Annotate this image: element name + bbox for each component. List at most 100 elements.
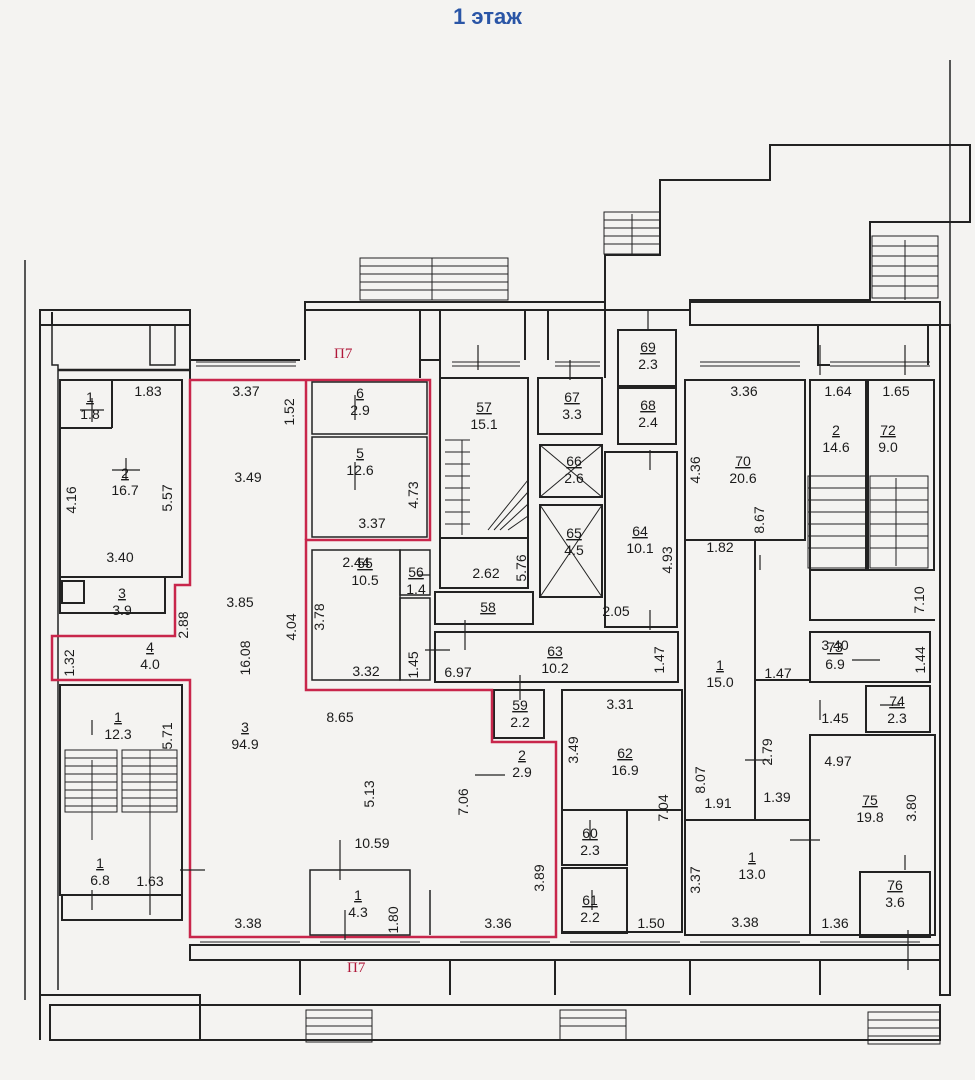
room-number: 56 <box>408 564 424 580</box>
room-area: 2.3 <box>887 710 907 726</box>
dimension-label: 8.65 <box>326 709 353 725</box>
room-number: 59 <box>512 697 528 713</box>
room-area: 94.9 <box>231 736 258 752</box>
dimension-label: 3.37 <box>232 383 259 399</box>
dimension-label: 1.47 <box>651 646 667 673</box>
room-area: 15.0 <box>706 674 733 690</box>
room-area: 10.5 <box>351 572 378 588</box>
room-area: 3.3 <box>562 406 582 422</box>
room-number: 62 <box>617 745 633 761</box>
room-number: 64 <box>632 523 648 539</box>
room-number: 57 <box>476 399 492 415</box>
dimension-label: 2.79 <box>759 738 775 765</box>
dimension-label: 3.89 <box>531 864 547 891</box>
room-number: 2 <box>518 747 526 763</box>
dimension-label: 4.04 <box>283 613 299 640</box>
room-number: 76 <box>887 877 903 893</box>
dimension-label: 5.76 <box>513 554 529 581</box>
dimension-label: 5.13 <box>361 780 377 807</box>
room-area: 2.6 <box>564 470 584 486</box>
dimension-label: 3.40 <box>821 637 848 653</box>
room-area: 20.6 <box>729 470 756 486</box>
dimension-label: 3.78 <box>311 603 327 630</box>
leased-area-outline <box>50 378 558 939</box>
dimension-label: 3.36 <box>730 383 757 399</box>
room-number: 60 <box>582 825 598 841</box>
room-number: 6 <box>356 385 364 401</box>
dimension-label: 3.38 <box>731 914 758 930</box>
dimension-label: 3.80 <box>903 794 919 821</box>
room-number: 58 <box>480 599 496 615</box>
dimension-label: 1.80 <box>385 906 401 933</box>
room-number: 1 <box>96 855 104 871</box>
room-number: 1 <box>716 657 724 673</box>
room-number: 2 <box>832 422 840 438</box>
dimension-label: 1.65 <box>882 383 909 399</box>
dimension-label: 8.07 <box>692 766 708 793</box>
dimension-label: 1.44 <box>912 646 928 673</box>
room-number: 1 <box>354 887 362 903</box>
room-area: 1.4 <box>406 581 426 597</box>
dimension-label: 1.64 <box>824 383 851 399</box>
room-number: 69 <box>640 339 656 355</box>
dimension-label: 3.37 <box>358 515 385 531</box>
room-number: 3 <box>241 719 249 735</box>
room-area: 4.0 <box>140 656 160 672</box>
room-number: 1 <box>86 389 94 405</box>
room-number: 73 <box>827 639 843 655</box>
dimension-label: 3.40 <box>106 549 133 565</box>
room-area: 2.3 <box>580 842 600 858</box>
room-area: 6.9 <box>825 656 845 672</box>
room-number: 1 <box>748 849 756 865</box>
dimension-label: 7.10 <box>911 586 927 613</box>
dimension-label: 10.59 <box>354 835 389 851</box>
dimension-label: 1.32 <box>61 649 77 676</box>
floor-title: 1 этаж <box>453 4 522 29</box>
dimension-label: 1.82 <box>706 539 733 555</box>
room-number: 68 <box>640 397 656 413</box>
room-number: 66 <box>566 453 582 469</box>
room-area: 16.7 <box>111 482 138 498</box>
room-number: 72 <box>880 422 896 438</box>
dimension-label: 5.57 <box>159 484 175 511</box>
room-number: 2 <box>121 465 129 481</box>
dimension-label: 2.62 <box>472 565 499 581</box>
room-number: 70 <box>735 453 751 469</box>
dimension-label: 2.44 <box>342 554 369 570</box>
room-labels: 11.8216.733.944.0112.316.862.9512.65510.… <box>80 339 907 925</box>
dimension-label: 2.88 <box>175 611 191 638</box>
dimension-label: 1.36 <box>821 915 848 931</box>
room-area: 19.8 <box>856 809 883 825</box>
room-area: 2.9 <box>350 402 370 418</box>
dimension-label: 1.47 <box>764 665 791 681</box>
room-area: 15.1 <box>470 416 497 432</box>
room-area: 12.3 <box>104 726 131 742</box>
unit-marker-top: П7 <box>334 346 353 362</box>
dimension-label: 3.32 <box>352 663 379 679</box>
dimension-label: 7.04 <box>655 794 671 821</box>
dimension-label: 6.97 <box>444 664 471 680</box>
room-area: 3.9 <box>112 602 132 618</box>
dimension-label: 4.73 <box>405 481 421 508</box>
dimension-label: 4.36 <box>687 456 703 483</box>
room-area: 2.3 <box>638 356 658 372</box>
room-number: 3 <box>118 585 126 601</box>
room-area: 2.4 <box>638 414 658 430</box>
room-area: 2.9 <box>512 764 532 780</box>
room-area: 12.6 <box>346 462 373 478</box>
dimension-label: 3.38 <box>234 915 261 931</box>
dimension-label: 7.06 <box>455 788 471 815</box>
room-number: 4 <box>146 639 154 655</box>
room-area: 2.2 <box>510 714 530 730</box>
room-area: 13.0 <box>738 866 765 882</box>
room-area: 4.5 <box>564 542 584 558</box>
room-area: 9.0 <box>878 439 898 455</box>
dimension-label: 1.45 <box>821 710 848 726</box>
room-area: 16.9 <box>611 762 638 778</box>
dimension-label: 4.16 <box>63 486 79 513</box>
dimension-label: 3.31 <box>606 696 633 712</box>
room-number: 5 <box>356 445 364 461</box>
dimension-label: 3.36 <box>484 915 511 931</box>
